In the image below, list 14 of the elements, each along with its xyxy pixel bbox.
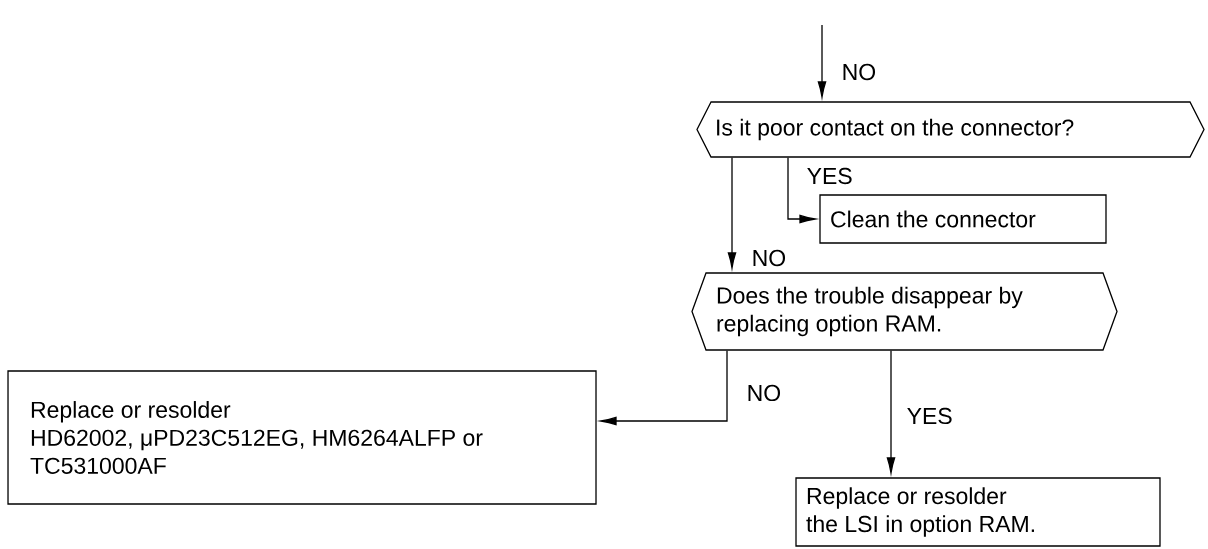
process-box: Replace or resolder HD62002, μPD23C512EG, HM6264ALFP or TC531000AF xyxy=(7,370,597,505)
edge-label: YES xyxy=(805,166,854,186)
arrow xyxy=(787,157,816,224)
arrow xyxy=(600,350,728,426)
edge-label: NO xyxy=(750,248,788,268)
arrow xyxy=(727,157,737,269)
decision-hexagon: Does the trouble disappear by replacing option RAM. xyxy=(691,272,1118,351)
process-box: Replace or resolder the LSI in option RAM. xyxy=(795,477,1161,547)
arrow xyxy=(886,350,896,474)
arrow xyxy=(817,24,827,98)
edge-label: NO xyxy=(840,62,878,82)
edge-label: YES xyxy=(905,406,954,426)
process-box: Clean the connector xyxy=(819,194,1107,244)
edge-label: NO xyxy=(745,383,783,403)
